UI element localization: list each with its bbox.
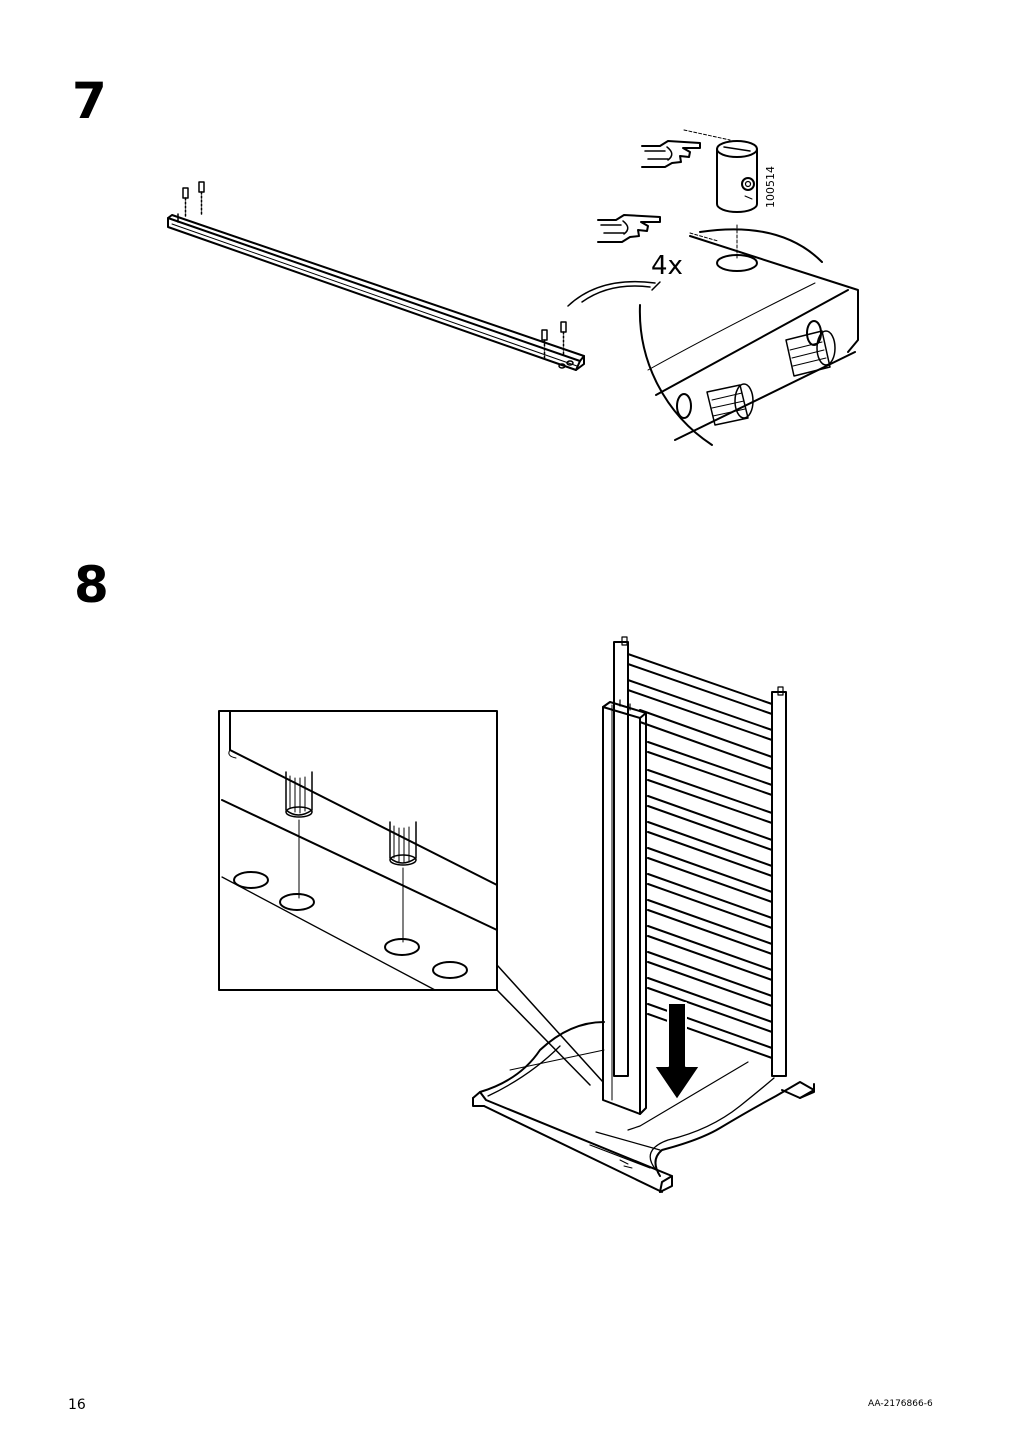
page-number: 16	[68, 1397, 86, 1413]
dowel	[389, 821, 417, 943]
side-rail	[602, 699, 647, 1115]
hand-pointer-icon	[597, 214, 661, 243]
hand-pointer-icon	[641, 140, 701, 168]
dowel	[706, 383, 754, 426]
step-7-illustration	[167, 129, 859, 446]
bed-base	[472, 1021, 815, 1193]
long-board	[167, 214, 585, 371]
arrow-down-icon	[653, 1002, 701, 1101]
step-7-detail-circle	[638, 224, 859, 446]
step-8-illustration	[218, 636, 815, 1193]
step-8-number: 8	[74, 556, 109, 614]
document-code: AA-2176866-6	[868, 1399, 933, 1409]
part-number: 100514	[764, 166, 777, 208]
step-7-number: 7	[72, 72, 107, 130]
headboard-frame	[613, 636, 787, 1077]
step-8-detail-frame	[218, 710, 604, 1086]
quantity-label: 4x	[651, 251, 683, 281]
cam-nut-100514	[683, 129, 758, 213]
board-dowels	[177, 181, 574, 369]
dowel	[785, 330, 836, 377]
dowel	[285, 771, 313, 899]
